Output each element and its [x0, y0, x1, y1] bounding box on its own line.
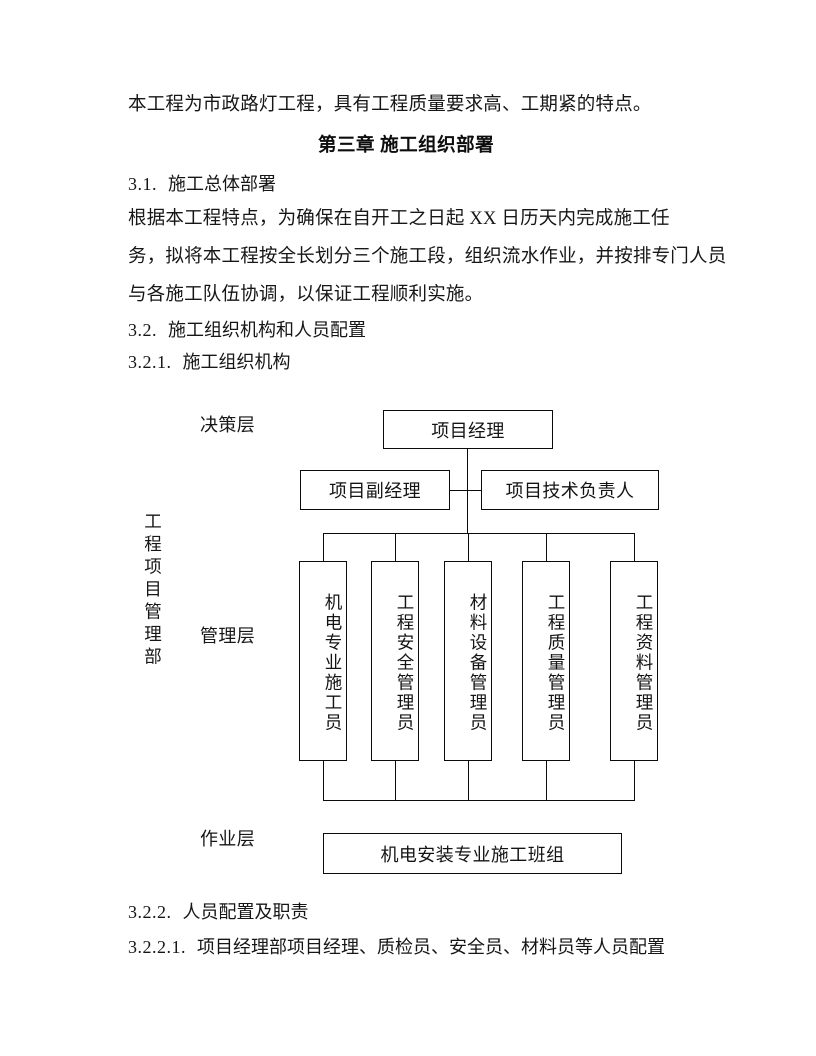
- section-title-3-1: 施工总体部署: [168, 174, 276, 194]
- layer-label-operation: 作业层: [200, 829, 256, 849]
- body-line-1: 根据本工程特点，为确保在自开工之日起 XX 日历天内完成施工任: [128, 209, 670, 229]
- connector-drop-4: [546, 533, 548, 561]
- section-heading-3-1: 3.1. 施工总体部署: [128, 169, 276, 199]
- section-number-3-2: 3.2.: [128, 320, 157, 340]
- connector-operation-bus: [323, 800, 635, 802]
- section-title-3-2-1: 施工组织机构: [182, 352, 291, 372]
- node-mechanical-electrical-worker: 机电专业施工员: [299, 561, 347, 761]
- section-title-3-2: 施工组织机构和人员配置: [168, 320, 366, 340]
- node-document-manager: 工程资料管理员: [610, 561, 658, 761]
- node-deputy-project-manager: 项目副经理: [300, 470, 450, 510]
- node-technical-lead: 项目技术负责人: [481, 470, 659, 510]
- section-heading-3-2-2-1: 3.2.2.1. 项目经理部项目经理、质检员、安全员、材料员等人员配置: [128, 932, 665, 962]
- section-number-3-2-1: 3.2.1.: [128, 352, 172, 372]
- section-heading-3-2: 3.2. 施工组织机构和人员配置: [128, 315, 366, 345]
- chapter-title: 第三章 施工组织部署: [318, 136, 495, 156]
- connector-management-bus: [323, 533, 635, 535]
- section-heading-3-2-1: 3.2.1. 施工组织机构: [128, 347, 291, 377]
- connector-drop-3: [468, 533, 470, 561]
- layer-label-management: 管理层: [200, 626, 256, 646]
- connector-riser-3: [468, 761, 470, 801]
- section-title-3-2-2-1: 项目经理部项目经理、质检员、安全员、材料员等人员配置: [197, 937, 665, 957]
- connector-drop-5: [634, 533, 636, 561]
- section-number-3-1: 3.1.: [128, 174, 157, 194]
- layer-label-decision: 决策层: [200, 415, 256, 435]
- section-number-3-2-2-1: 3.2.2.1.: [128, 937, 186, 957]
- connector-technical-stub: [467, 490, 482, 492]
- connector-drop-1: [323, 533, 325, 561]
- connector-riser-4: [546, 761, 548, 801]
- node-quality-manager: 工程质量管理员: [522, 561, 570, 761]
- section-heading-3-2-2: 3.2.2. 人员配置及职责: [128, 897, 309, 927]
- body-line-3: 与各施工队伍协调，以保证工程顺利实施。: [128, 285, 484, 305]
- node-installation-crew: 机电安装专业施工班组: [323, 833, 622, 874]
- section-number-3-2-2: 3.2.2.: [128, 902, 172, 922]
- section-title-3-2-2: 人员配置及职责: [182, 902, 309, 922]
- connector-riser-1: [323, 761, 325, 801]
- connector-riser-5: [634, 761, 636, 801]
- body-line-2: 务，拟将本工程按全长划分三个施工段，组织流水作业，并按排专门人员: [128, 247, 727, 267]
- org-chart-side-label: 工程项目管理部: [142, 512, 163, 670]
- connector-riser-2: [395, 761, 397, 801]
- node-project-manager: 项目经理: [383, 410, 553, 449]
- node-material-equipment-manager: 材料设备管理员: [444, 561, 492, 761]
- connector-drop-2: [395, 533, 397, 561]
- intro-paragraph: 本工程为市政路灯工程，具有工程质量要求高、工期紧的特点。: [128, 95, 652, 115]
- node-safety-manager: 工程安全管理员: [371, 561, 419, 761]
- connector-deputy-stub: [450, 490, 468, 492]
